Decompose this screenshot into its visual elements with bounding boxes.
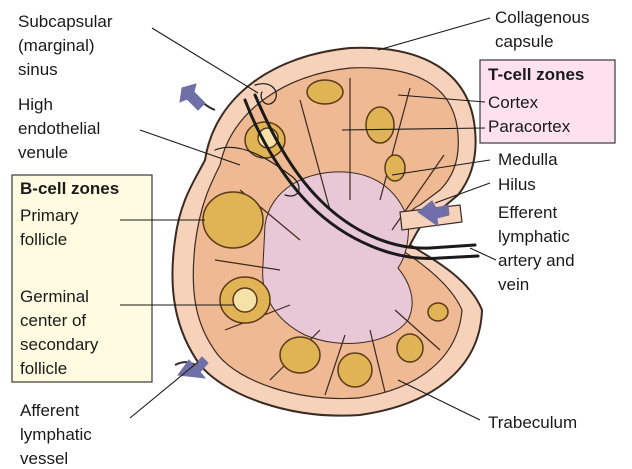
germinal-center [233, 288, 257, 312]
leader-line [378, 18, 490, 50]
follicle [428, 303, 448, 321]
primary-follicle [203, 192, 263, 248]
arrow-icon [180, 84, 205, 110]
follicle [338, 353, 372, 387]
label-line: vessel [20, 449, 68, 468]
label-line: lymphatic [498, 227, 570, 246]
label-line: endothelial [18, 119, 100, 138]
label-line: artery and [498, 251, 575, 270]
label-hilus: Hilus [498, 175, 536, 194]
follicle [397, 334, 423, 362]
label-line: Subcapsular [18, 12, 113, 31]
leader-line [470, 248, 496, 260]
follicle [307, 80, 343, 104]
label-high-endothelial-venule: High endothelial venule [18, 95, 100, 162]
label-line: capsule [495, 32, 554, 51]
label-line: Efferent [498, 203, 558, 222]
label-line: center of [20, 311, 86, 330]
label-medulla: Medulla [498, 150, 558, 169]
label-afferent-lymphatic-vessel: Afferent lymphatic vessel [20, 401, 92, 468]
lymph-node [172, 48, 482, 416]
label-line: High [18, 95, 53, 114]
label-paracortex: Paracortex [488, 117, 571, 136]
label-trabeculum: Trabeculum [488, 413, 577, 432]
follicle [366, 107, 394, 143]
label-collagenous-capsule: Collagenous capsule [495, 8, 590, 51]
label-artery-and-vein: artery and vein [498, 251, 575, 294]
label-line: (marginal) [18, 36, 95, 55]
label-line: venule [18, 143, 68, 162]
label-line: Primary [20, 206, 79, 225]
follicle [385, 155, 405, 181]
label-line: secondary [20, 335, 99, 354]
medulla-center-shape [263, 172, 413, 344]
label-cortex: Cortex [488, 93, 539, 112]
label-line: Germinal [20, 287, 89, 306]
label-subcapsular-sinus: Subcapsular (marginal) sinus [18, 12, 113, 79]
label-line: vein [498, 275, 529, 294]
label-line: lymphatic [20, 425, 92, 444]
tcell-zones-title: T-cell zones [488, 65, 584, 84]
follicle [280, 337, 320, 373]
label-line: Afferent [20, 401, 80, 420]
label-line: sinus [18, 60, 58, 79]
leader-line [152, 28, 258, 93]
label-efferent-lymphatic: Efferent lymphatic [498, 203, 570, 246]
label-line: Collagenous [495, 8, 590, 27]
bcell-zones-title: B-cell zones [20, 179, 119, 198]
label-line: follicle [20, 359, 67, 378]
label-line: follicle [20, 230, 67, 249]
